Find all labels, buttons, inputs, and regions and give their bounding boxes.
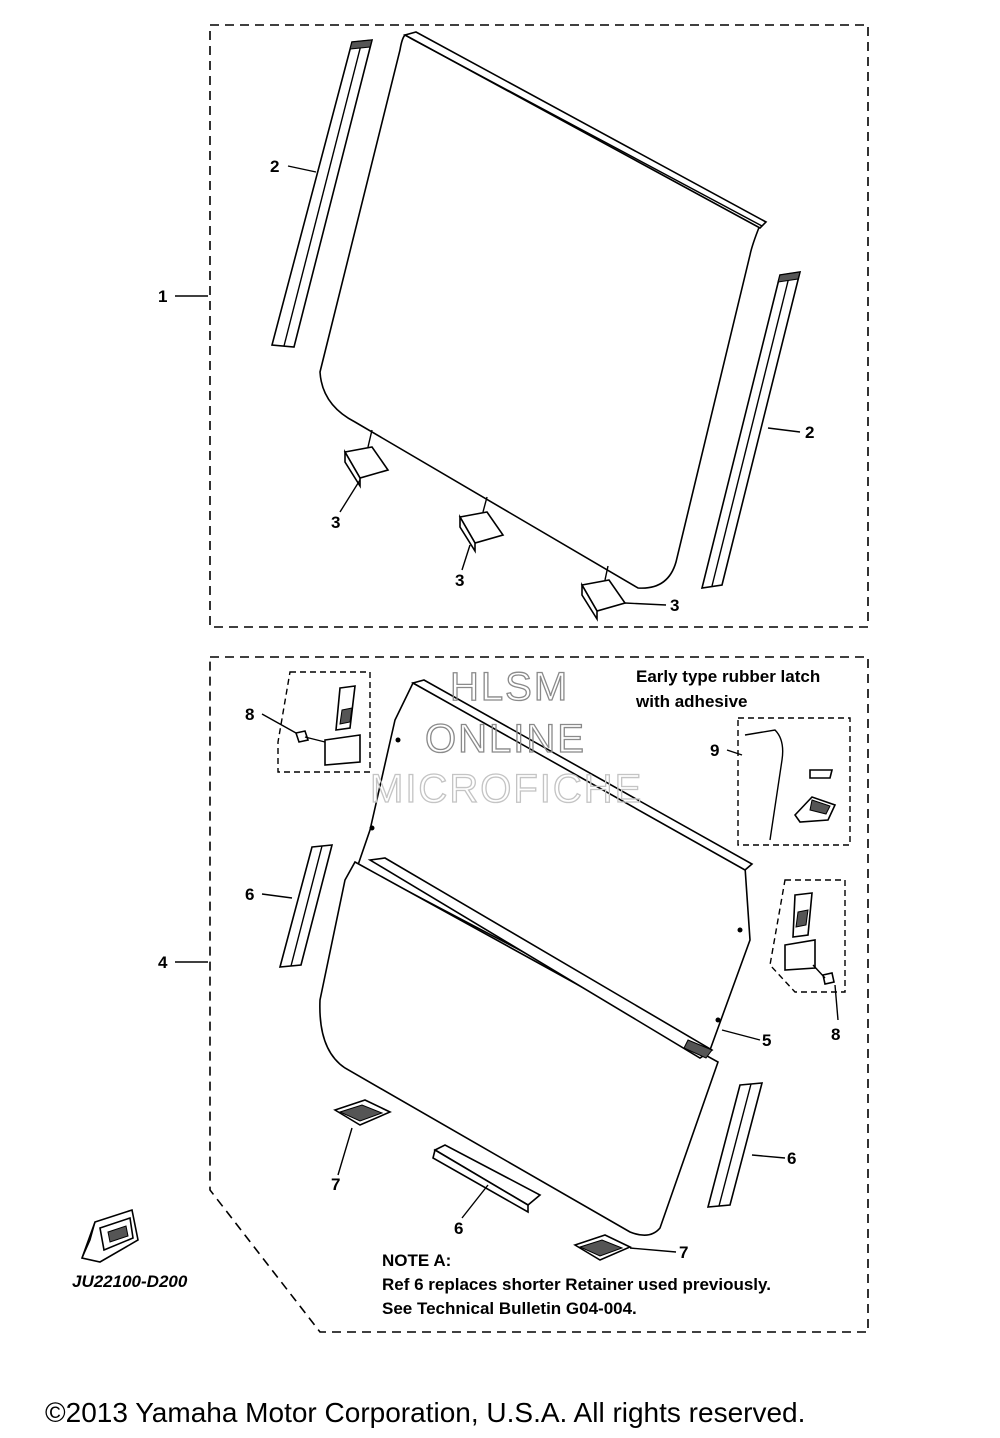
- lower-assembly: 4 8 9 6 5 8 6 7 6 7 Early type rubber la…: [158, 656, 869, 1333]
- callout-2-right: 2: [805, 423, 814, 442]
- note-line2: See Technical Bulletin G04-004.: [382, 1299, 637, 1318]
- lower-upper-panel: [357, 679, 754, 1052]
- callout-5: 5: [762, 1031, 771, 1050]
- callout-8-left: 8: [245, 705, 254, 724]
- callout-9: 9: [710, 741, 719, 760]
- bracket-8-right: [784, 892, 835, 985]
- watermark: HLSM ONLINE MICROFICHE: [369, 664, 643, 811]
- callout-3-a: 3: [331, 513, 340, 532]
- callout-7-b: 7: [679, 1243, 688, 1262]
- note-line1: Ref 6 replaces shorter Retainer used pre…: [382, 1275, 771, 1294]
- early-type-line2: with adhesive: [635, 692, 747, 711]
- lower-lower-panel: [319, 857, 719, 1236]
- bracket-8-right-frame: [769, 879, 846, 993]
- retainer-6-left: [278, 844, 334, 968]
- watermark-line2: ONLINE: [425, 717, 586, 761]
- callout-3-c: 3: [670, 596, 679, 615]
- callout-2-left: 2: [270, 157, 279, 176]
- retainer-strip-right: [700, 271, 802, 589]
- callout-7-a: 7: [331, 1175, 340, 1194]
- vehicle-orientation-icon: [80, 1208, 139, 1263]
- diagram-code: JU22100-D200: [72, 1272, 188, 1291]
- retainer-6-bottom: [432, 1144, 542, 1214]
- lower-dashed-frame: [209, 656, 869, 1333]
- retainer-strip-left: [270, 39, 374, 348]
- callout-6-left: 6: [245, 885, 254, 904]
- bracket-8-left-frame: [277, 671, 371, 773]
- callout-1: 1: [158, 287, 167, 306]
- watermark-line1: HLSM: [450, 665, 569, 709]
- latch-3-a: [343, 429, 390, 489]
- upper-panel: [319, 31, 768, 589]
- latch-7-b: [573, 1234, 632, 1261]
- callout-3-b: 3: [455, 571, 464, 590]
- latch-3-c: [580, 565, 627, 622]
- callout-8-right: 8: [831, 1025, 840, 1044]
- retainer-6-right: [706, 1082, 764, 1208]
- callout-6-bottom: 6: [454, 1219, 463, 1238]
- early-type-line1: Early type rubber latch: [636, 667, 820, 686]
- callout-6-right: 6: [787, 1149, 796, 1168]
- latch-3-b: [458, 496, 505, 554]
- copyright-text: ©2013 Yamaha Motor Corporation, U.S.A. A…: [45, 1397, 805, 1428]
- early-type-latch: [744, 729, 837, 841]
- bracket-9-frame: [737, 717, 851, 846]
- note-title: NOTE A:: [382, 1251, 451, 1270]
- latch-7-a: [333, 1099, 392, 1126]
- upper-dashed-frame: [209, 24, 869, 628]
- callout-4: 4: [158, 953, 168, 972]
- bracket-8-left: [294, 685, 361, 766]
- upper-assembly: 1 2 2 3 3 3: [158, 24, 869, 628]
- watermark-line3: MICROFICHE: [370, 767, 643, 811]
